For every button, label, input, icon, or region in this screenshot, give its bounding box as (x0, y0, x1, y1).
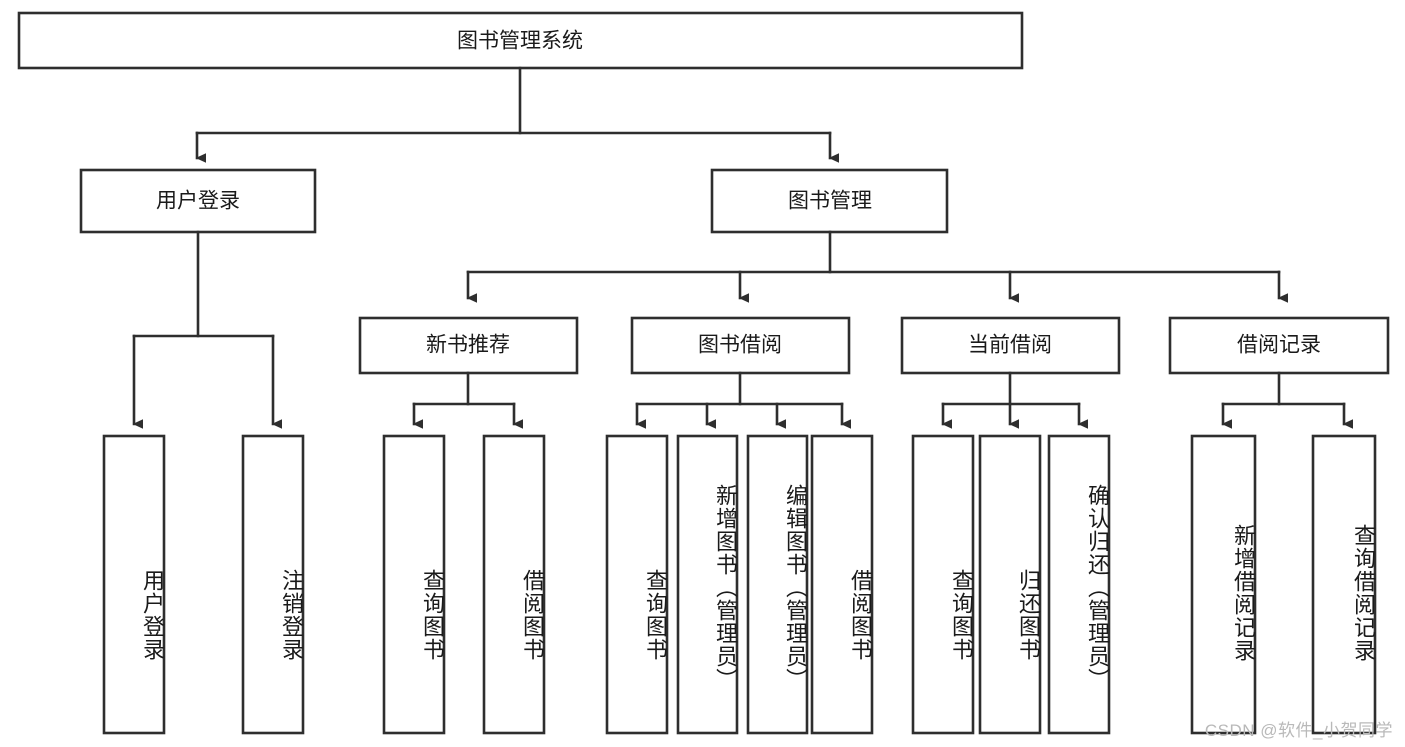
node-book-borrow-box[interactable] (630, 316, 851, 375)
leaf-add-book-box[interactable] (676, 434, 739, 735)
node-book-borrow-label: 图书借阅 (698, 334, 782, 357)
node-root-label: 图书管理系统 (457, 30, 583, 53)
leaf-query-borrow-record-box[interactable] (1311, 434, 1377, 735)
node-user-login-label: 用户登录 (156, 190, 240, 213)
node-new-book-recommend-label: 新书推荐 (426, 334, 510, 357)
node-current-borrow-box[interactable] (900, 316, 1121, 375)
leaf-borrow-book-box[interactable] (810, 434, 874, 735)
node-current-borrow-label: 当前借阅 (968, 334, 1052, 357)
leaf-edit-book-box[interactable] (746, 434, 809, 735)
leaf-logout-box[interactable] (241, 434, 305, 735)
node-book-manage-box[interactable] (710, 168, 949, 234)
node-root-box[interactable] (17, 11, 1024, 70)
leaf-confirm-return-box[interactable] (1047, 434, 1111, 735)
leaf-borrow-book-recommend-box[interactable] (482, 434, 546, 735)
node-book-manage-label: 图书管理 (788, 190, 872, 213)
leaf-query-book-recommend-box[interactable] (382, 434, 446, 735)
node-borrow-record-box[interactable] (1168, 316, 1390, 375)
watermark-label: CSDN @软件_小贺同学 (1204, 721, 1393, 740)
leaf-return-book-box[interactable] (978, 434, 1042, 735)
node-new-book-recommend-box[interactable] (358, 316, 579, 375)
leaf-query-book-current-box[interactable] (911, 434, 975, 735)
leaf-add-borrow-record-box[interactable] (1190, 434, 1257, 735)
leaf-query-book-borrow-box[interactable] (605, 434, 669, 735)
node-borrow-record-label: 借阅记录 (1237, 334, 1321, 357)
leaf-user-login-box[interactable] (102, 434, 166, 735)
